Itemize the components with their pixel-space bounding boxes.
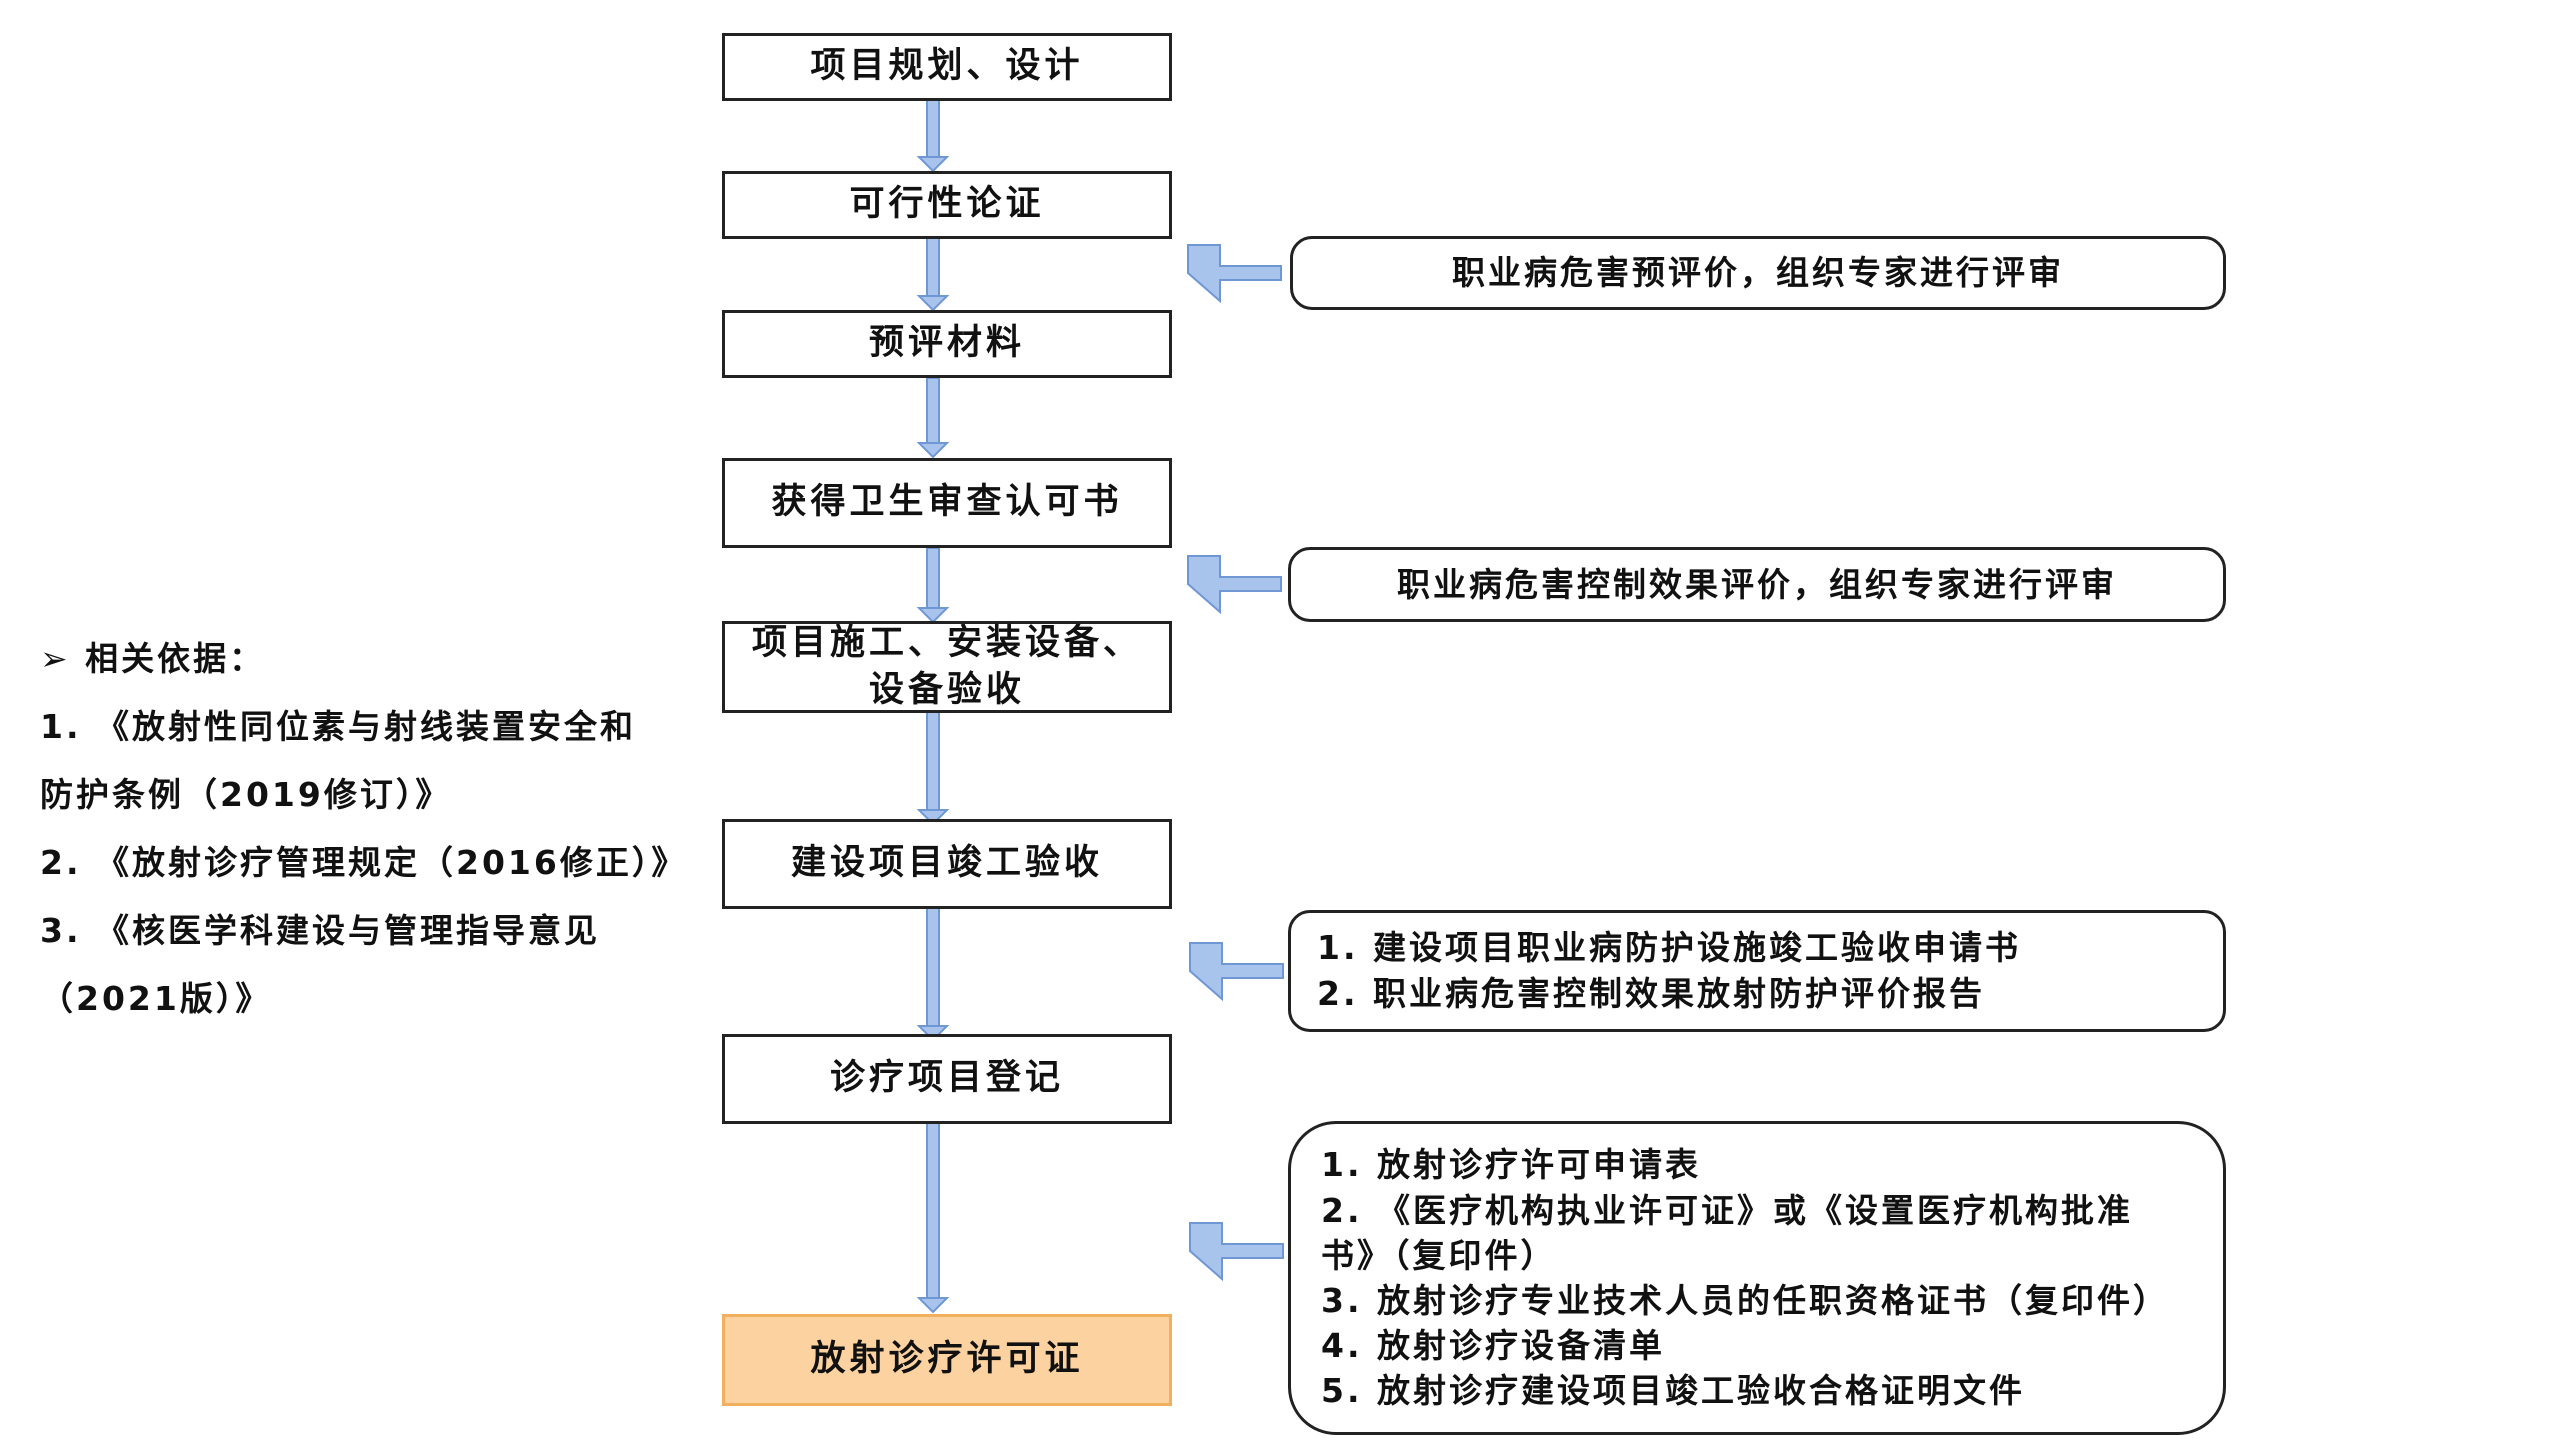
- note-line: 4. 放射诊疗设备清单: [1321, 1326, 1665, 1366]
- side-arrow-3: [1189, 942, 1284, 1002]
- note-acceptance-docs: 1. 建设项目职业病防护设施竣工验收申请书 2. 职业病危害控制效果放射防护评价…: [1288, 910, 2226, 1032]
- step-label: 放射诊疗许可证: [810, 1339, 1084, 1380]
- note-line: 职业病危害预评价，组织专家进行评审: [1452, 253, 2064, 293]
- vertical-arrow-2: [916, 237, 950, 312]
- note-line: 1. 放射诊疗许可申请表: [1321, 1145, 1701, 1185]
- step-label: 可行性论证: [849, 184, 1045, 225]
- vertical-arrow-7: [916, 1122, 950, 1314]
- step-label-line-1: 项目施工、安装设备、: [751, 622, 1142, 663]
- basis-line: 3. 《核医学科建设与管理指导意见: [40, 911, 600, 950]
- step-completion-acceptance: 建设项目竣工验收: [722, 819, 1172, 909]
- step-registration: 诊疗项目登记: [722, 1034, 1172, 1124]
- step-license: 放射诊疗许可证: [722, 1314, 1172, 1406]
- step-label: 诊疗项目登记: [829, 1058, 1064, 1099]
- vertical-arrow-1: [916, 99, 950, 173]
- vertical-arrow-4: [916, 547, 950, 624]
- step-label: 建设项目竣工验收: [790, 843, 1103, 884]
- side-arrow-1: [1187, 244, 1282, 304]
- basis-line: 防护条例（2019修订）》: [40, 775, 452, 814]
- step-label-line-2: 设备验收: [868, 670, 1025, 710]
- basis-line: 2. 《放射诊疗管理规定（2016修正）》: [40, 843, 688, 882]
- note-line: 书》（复印件）: [1321, 1235, 1557, 1275]
- step-planning-design: 项目规划、设计: [722, 33, 1172, 101]
- note-line: 职业病危害控制效果评价，组织专家进行评审: [1397, 564, 2117, 604]
- step-label: 预评材料: [868, 323, 1025, 364]
- vertical-arrow-3: [916, 377, 950, 459]
- vertical-arrow-5: [916, 711, 950, 826]
- note-line: 1. 建设项目职业病防护设施竣工验收申请书: [1317, 928, 2021, 968]
- side-arrow-4: [1189, 1222, 1284, 1282]
- step-label: 获得卫生审查认可书: [771, 482, 1123, 523]
- basis-line: （2021版）》: [40, 979, 272, 1018]
- basis-heading: 相关依据：: [85, 639, 266, 678]
- note-pre-evaluation: 职业病危害预评价，组织专家进行评审: [1290, 236, 2226, 310]
- step-pre-evaluation: 预评材料: [722, 310, 1172, 378]
- note-line: 3. 放射诊疗专业技术人员的任职资格证书（复印件）: [1321, 1281, 2169, 1320]
- step-health-approval: 获得卫生审查认可书: [722, 458, 1172, 548]
- basis-section: ➢ 相关依据： 1. 《放射性同位素与射线装置安全和 防护条例（2019修订）》…: [40, 625, 688, 1033]
- arrow-bullet-icon: ➢: [40, 639, 71, 678]
- note-line: 2. 《医疗机构执业许可证》或《设置医疗机构批准: [1321, 1190, 2133, 1230]
- note-line: 5. 放射诊疗建设项目竣工验收合格证明文件: [1321, 1371, 2025, 1411]
- step-label: 项目规划、设计: [810, 46, 1084, 87]
- note-license-docs: 1. 放射诊疗许可申请表 2. 《医疗机构执业许可证》或《设置医疗机构批准 书》…: [1288, 1121, 2226, 1435]
- basis-line: 1. 《放射性同位素与射线装置安全和: [40, 707, 636, 746]
- basis-heading-row: ➢ 相关依据：: [40, 625, 680, 693]
- side-arrow-2: [1187, 555, 1282, 615]
- vertical-arrow-6: [916, 907, 950, 1042]
- step-feasibility: 可行性论证: [722, 171, 1172, 239]
- step-construction-install: 项目施工、安装设备、 设备验收: [722, 621, 1172, 713]
- note-line: 2. 职业病危害控制效果放射防护评价报告: [1317, 974, 1985, 1013]
- note-control-evaluation: 职业病危害控制效果评价，组织专家进行评审: [1288, 547, 2226, 622]
